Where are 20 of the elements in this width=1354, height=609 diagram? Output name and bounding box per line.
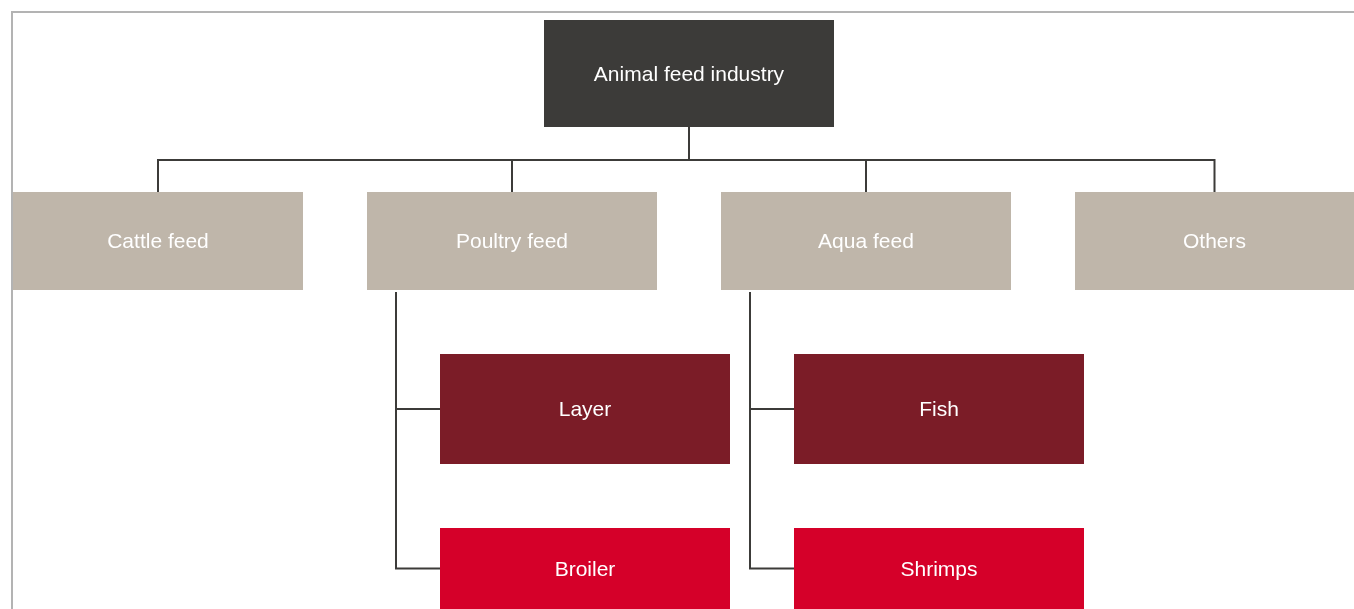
node-label: Aqua feed	[818, 228, 914, 255]
node-label: Poultry feed	[455, 228, 569, 255]
root-box	[544, 20, 834, 127]
connector-line	[395, 291, 441, 570]
category-box	[367, 192, 657, 290]
node-label: Fish	[919, 396, 959, 423]
node-label: Broiler	[554, 555, 616, 582]
category-box	[1075, 192, 1354, 290]
subcategory-box	[794, 528, 1084, 609]
node-label: Cattle feed	[107, 228, 209, 255]
node-label: Others	[1183, 228, 1246, 255]
subcategory-box	[794, 354, 1084, 464]
subcategory-box	[440, 354, 730, 464]
node-label: Layer	[558, 396, 612, 423]
connector-line	[749, 291, 795, 570]
node-label: Animal feed industry	[593, 60, 785, 87]
category-box	[13, 192, 303, 290]
category-box	[721, 192, 1011, 290]
node-label: Shrimps	[900, 555, 978, 582]
subcategory-box	[440, 528, 730, 609]
